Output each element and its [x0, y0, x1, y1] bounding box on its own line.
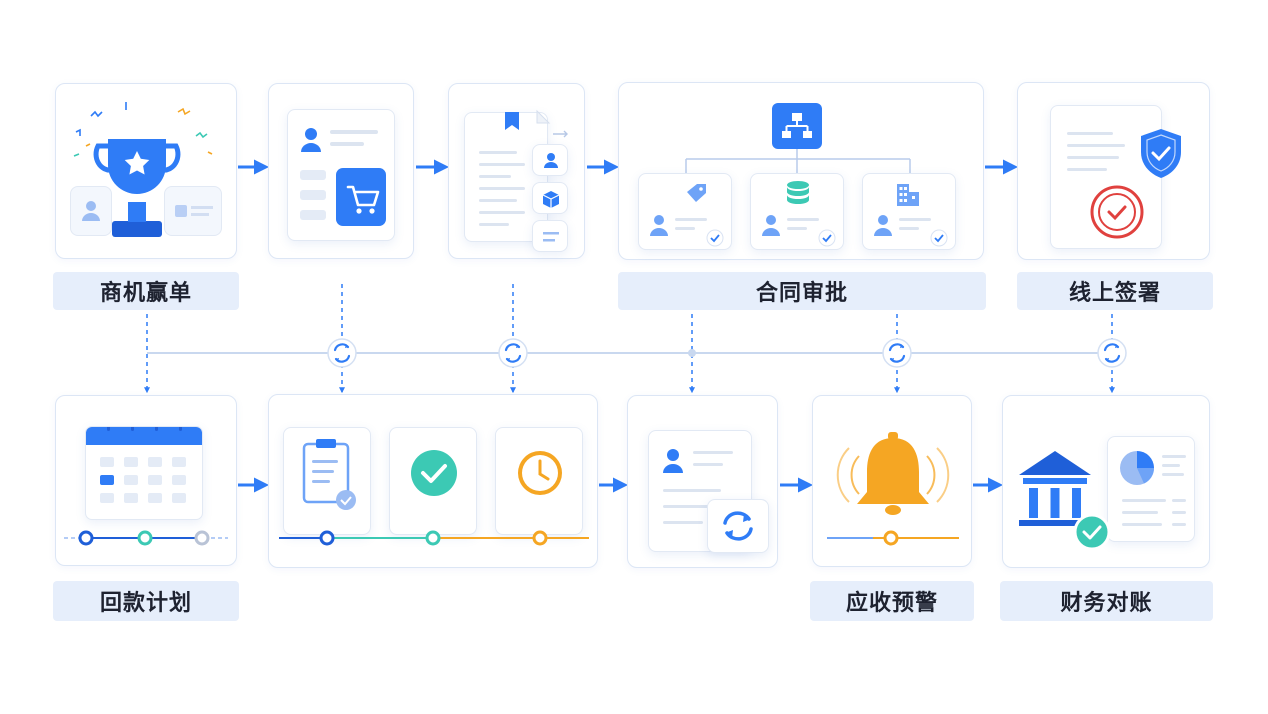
- stage-label-opportunity: 商机赢单: [53, 272, 239, 310]
- order-card: [268, 83, 414, 259]
- sync-node-icon: [882, 338, 912, 368]
- shield-check-icon: [1141, 129, 1181, 178]
- approval-tree: [685, 149, 911, 173]
- trophy-icon: [93, 139, 181, 237]
- sync-node-icon: [327, 338, 357, 368]
- order-form: [287, 109, 395, 241]
- signed-document: [1050, 105, 1162, 249]
- stage-label-contract: 合同审批: [618, 272, 986, 310]
- task-clipboard-panel: [283, 427, 371, 535]
- document-sheet: [464, 112, 548, 242]
- contact-chip: [532, 144, 568, 176]
- approver-card-data: [750, 173, 844, 250]
- approver-card-sales: [638, 173, 732, 250]
- stage-label-reconciliation: 财务对账: [1000, 581, 1213, 621]
- sync-card: [627, 395, 778, 568]
- sync-icon: [707, 499, 769, 553]
- cube-icon: [542, 191, 560, 208]
- check-circle-icon: [411, 450, 457, 496]
- contact-card-right: [164, 186, 222, 236]
- task-status-card: [268, 394, 598, 568]
- stage-label-signing: 线上签署: [1017, 272, 1213, 310]
- timeline: [279, 530, 589, 546]
- opportunity-card: [55, 83, 237, 259]
- approver-card-finance: [862, 173, 956, 250]
- payment-plan-card: [55, 395, 237, 566]
- sync-node-icon: [498, 338, 528, 368]
- database-icon: [787, 181, 809, 204]
- pie-chart-icon: [1120, 451, 1154, 485]
- contact-card-left: [70, 186, 112, 236]
- timeline: [64, 530, 228, 546]
- terms-chip: [532, 220, 568, 252]
- signing-card: [1017, 82, 1210, 260]
- confetti-icon: [73, 102, 213, 157]
- bell-icon: [836, 432, 950, 515]
- clipboard-icon: [302, 439, 356, 510]
- building-icon: [897, 184, 919, 206]
- report-sheet: [1107, 436, 1195, 542]
- timeline: [827, 530, 959, 546]
- seal-icon: [1090, 185, 1144, 239]
- product-chip: [532, 182, 568, 214]
- tag-icon: [687, 184, 706, 202]
- bookmark-icon: [505, 112, 519, 130]
- page-fold-icon: [536, 109, 568, 138]
- stage-label-receivable-alert: 应收预警: [810, 581, 974, 621]
- stage-label-payment-plan: 回款计划: [53, 581, 239, 621]
- task-done-panel: [389, 427, 477, 535]
- org-chart-icon: [772, 103, 822, 149]
- bank-icon: [1019, 451, 1091, 526]
- task-pending-panel: [495, 427, 583, 535]
- approval-card: [618, 82, 984, 260]
- document-card: [448, 83, 585, 259]
- clock-icon: [518, 451, 562, 495]
- reconciliation-card: [1002, 395, 1210, 568]
- check-circle-icon: [1073, 513, 1111, 551]
- cart-icon: [336, 168, 386, 226]
- sync-node-icon: [1097, 338, 1127, 368]
- calendar-icon: [85, 426, 203, 520]
- receivable-alert-card: [812, 395, 972, 567]
